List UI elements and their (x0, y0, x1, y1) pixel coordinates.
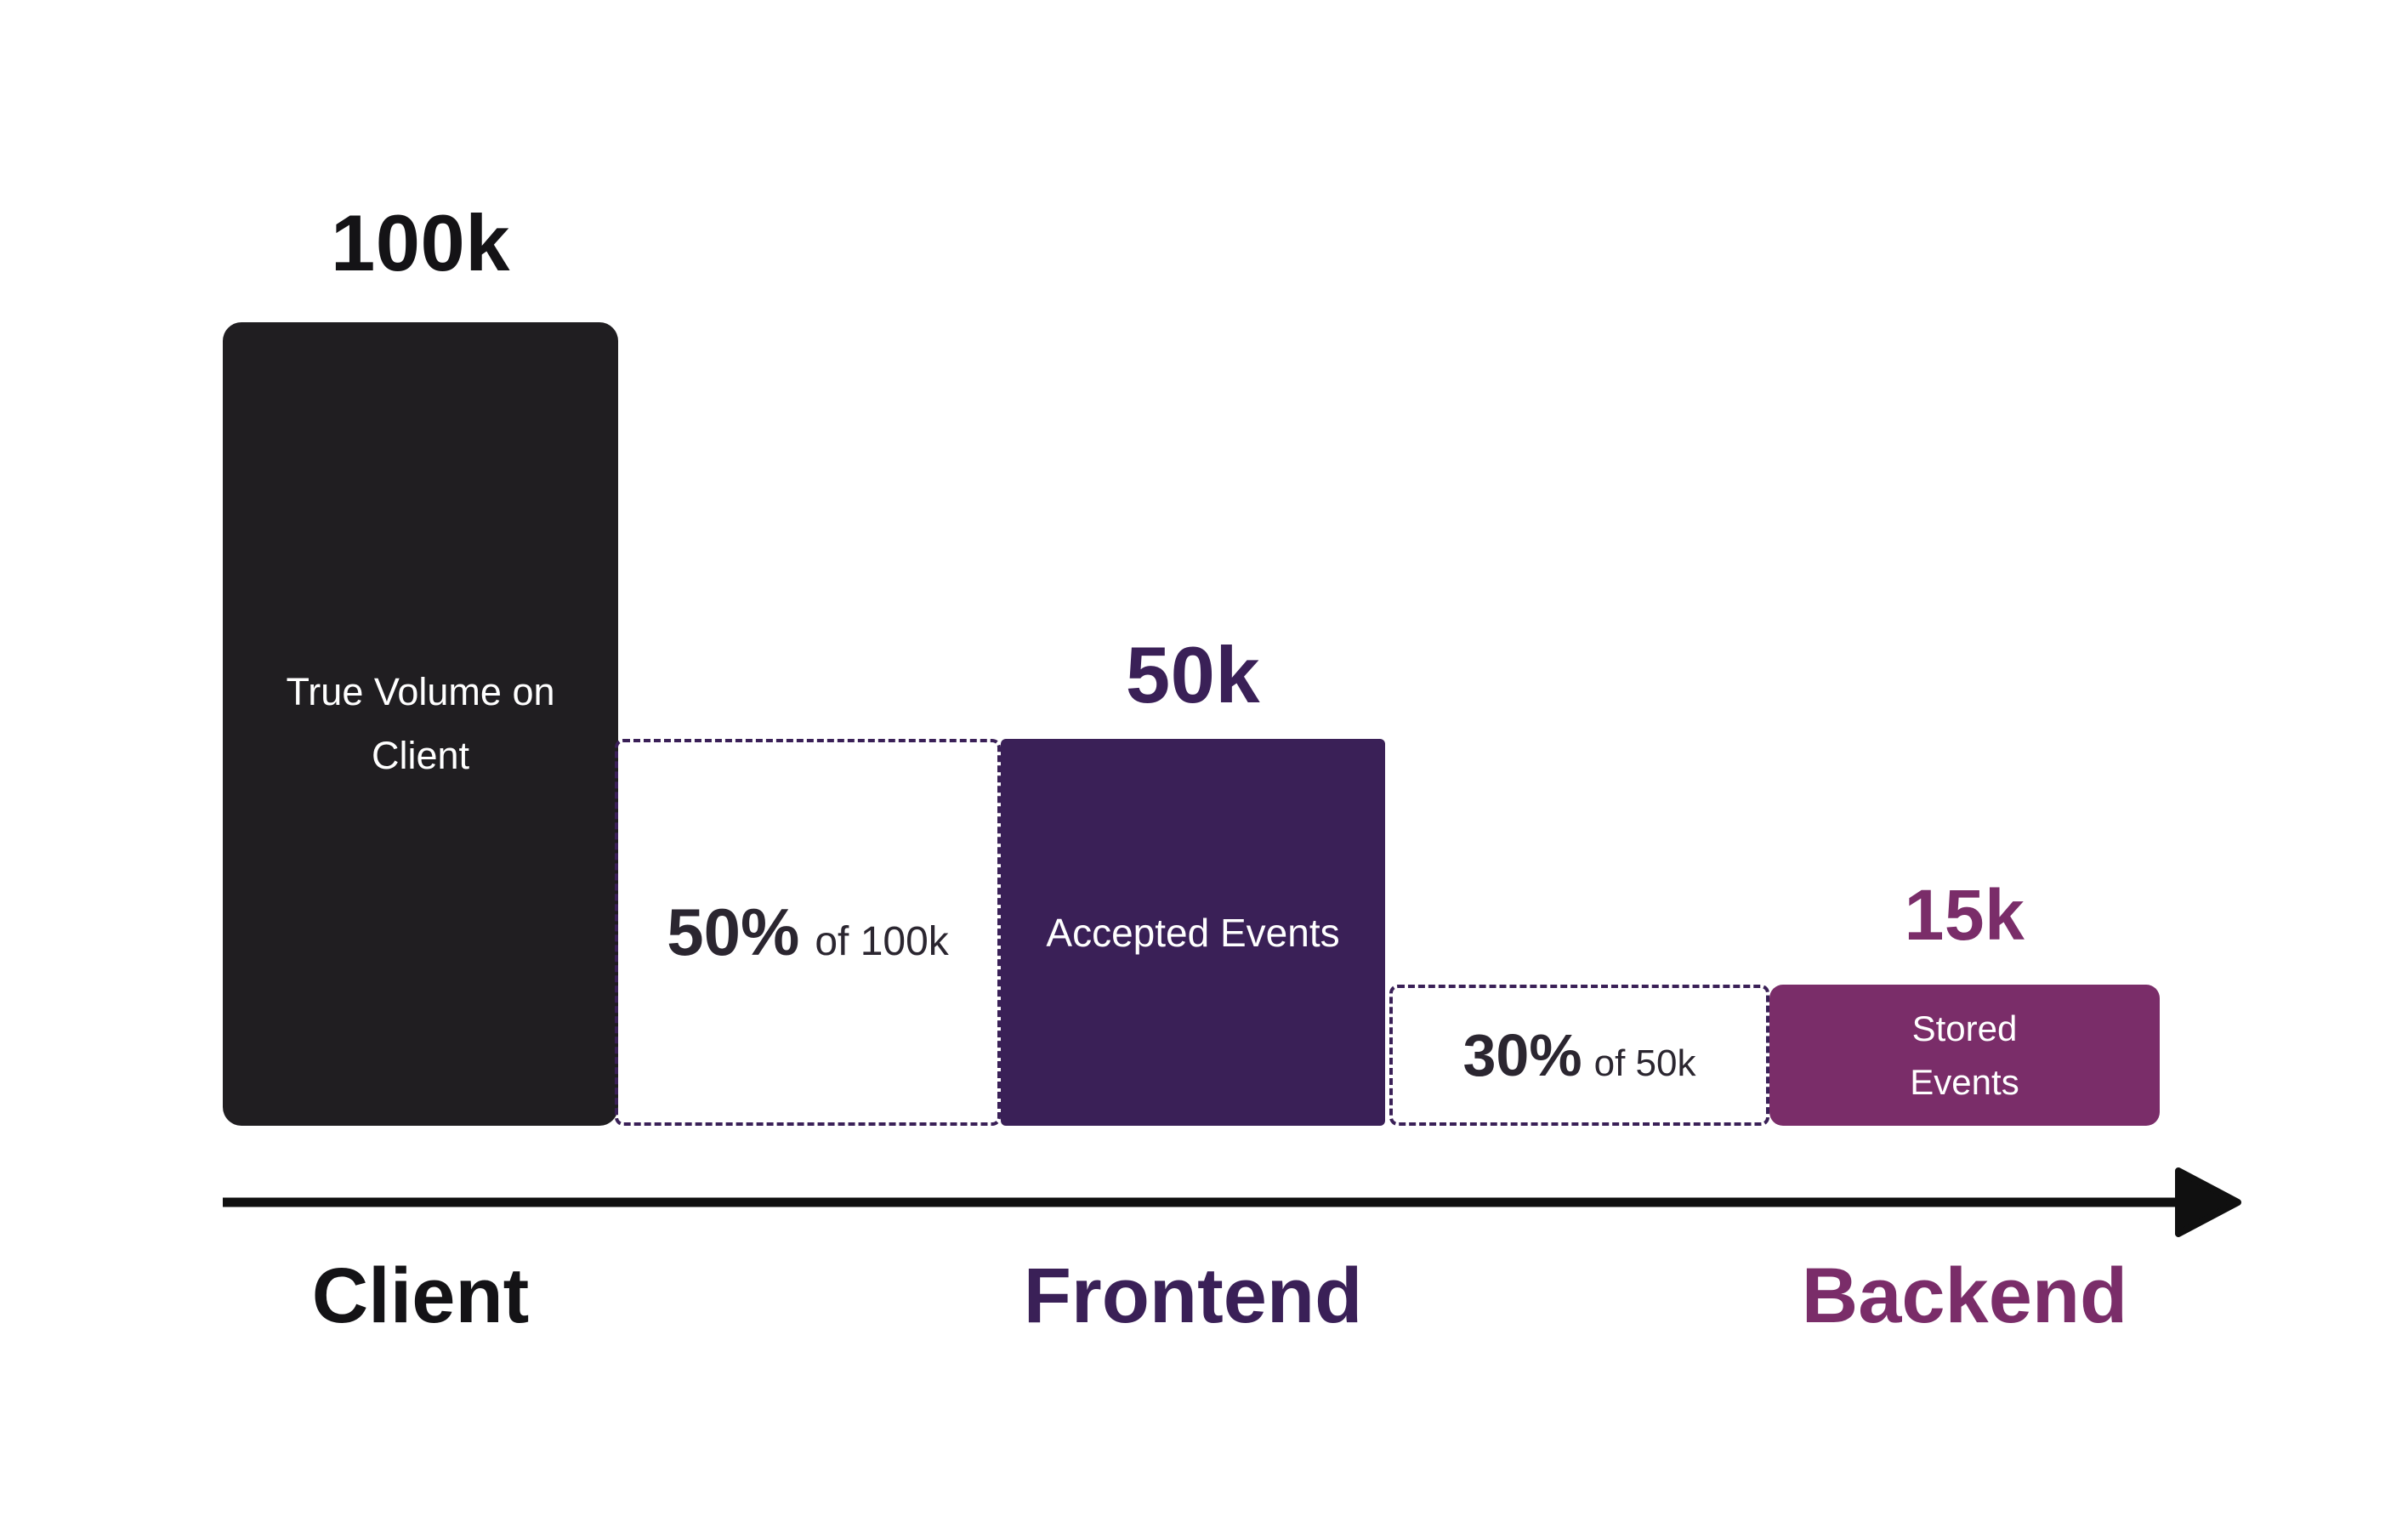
backend-volume-value: 15k (1904, 875, 2025, 955)
frontend-volume-value: 50k (1125, 630, 1261, 719)
axis-label-frontend: Frontend (1023, 1252, 1363, 1339)
backend-sample-of: of 50k (1593, 1042, 1696, 1084)
accepted-events-bar-label: Accepted Events (1046, 910, 1340, 955)
client-volume-bar: True Volume on Client (223, 322, 618, 1126)
frontend-sample-rate-text: 50% of 100k (667, 894, 949, 971)
stored-events-bar: Stored Events (1769, 985, 2160, 1126)
frontend-sample-rate-box: 50% of 100k (615, 739, 1001, 1126)
client-volume-value: 100k (330, 198, 511, 287)
backend-sample-rate-box: 30% of 50k (1389, 985, 1769, 1126)
accepted-events-bar: Accepted Events (1001, 739, 1385, 1126)
frontend-sample-percent: 50% (667, 894, 800, 969)
axis-label-backend: Backend (1801, 1252, 2128, 1339)
client-volume-bar-label: True Volume on Client (286, 670, 555, 777)
flow-arrow-icon (223, 1167, 2241, 1237)
backend-sample-percent: 30% (1462, 1022, 1582, 1088)
backend-sample-rate-text: 30% of 50k (1463, 1021, 1696, 1089)
frontend-sample-of: of 100k (815, 919, 949, 964)
axis-label-client: Client (311, 1252, 530, 1339)
stored-events-bar-label: Stored Events (1910, 1008, 2019, 1102)
